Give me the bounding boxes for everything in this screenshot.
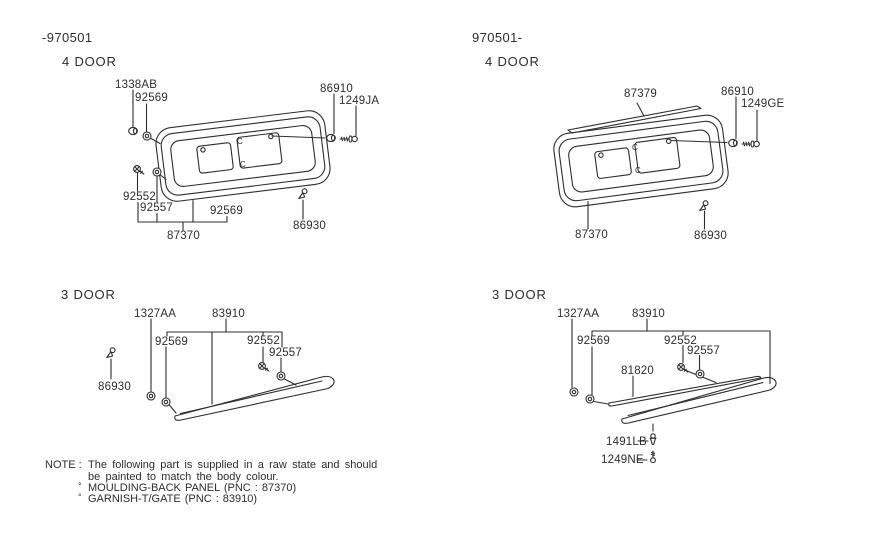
right4-c-mark-bottom: C (635, 166, 641, 175)
left3-grommet-b-icon (161, 397, 171, 407)
part-label-1249GE: 1249GE (741, 98, 785, 110)
left4-screw-left-icon (133, 165, 145, 175)
note-bullet-2: ° (78, 492, 82, 502)
left4-pin-icon (298, 188, 308, 200)
right4-screw-right-icon (741, 140, 760, 148)
period-label-left: -970501 (42, 30, 93, 45)
section-title-right4: 4 DOOR (485, 54, 540, 69)
left4-c-mark-bottom: C (240, 160, 246, 169)
right4-pin-icon (699, 200, 709, 212)
part-label-86930-left3: 86930 (98, 381, 131, 393)
left3-grommet-c-icon (276, 371, 286, 381)
part-label-83910-right3: 83910 (632, 308, 665, 320)
part-label-92557-right3: 92557 (687, 345, 720, 357)
right3-leader-lines (572, 319, 770, 460)
section-title-left4: 4 DOOR (62, 54, 117, 69)
section-title-left3: 3 DOOR (61, 287, 116, 302)
left4-c-mark-top: C (237, 137, 243, 146)
part-label-87370-right4: 87370 (575, 229, 608, 241)
left3-grommet-a-icon (146, 391, 156, 401)
part-label-92552-left3: 92552 (247, 335, 280, 347)
part-label-1249JA: 1249JA (339, 95, 380, 107)
left4-screw-right-icon (339, 135, 358, 143)
left3-garnish-drawing (175, 376, 334, 420)
right3-tape-strip-shape (609, 376, 761, 406)
part-label-92569-left4-top: 92569 (135, 92, 168, 104)
right3-grommet-b-icon (585, 394, 595, 404)
part-label-92569-left4-bottom: 92569 (210, 205, 243, 217)
section-title-right3: 3 DOOR (492, 287, 547, 302)
part-label-87379: 87379 (624, 88, 657, 100)
note-bullet-1: ° (78, 481, 82, 491)
right4-c-mark-top: C (632, 143, 638, 152)
right3-grommet-c-icon (695, 369, 705, 379)
left4-clip-right-icon (326, 133, 336, 143)
part-label-92569-right3: 92569 (577, 335, 610, 347)
part-label-1491LB: 1491LB (606, 436, 647, 448)
left4-grommet-top-icon (142, 131, 152, 141)
right3-clip-icon (649, 433, 657, 446)
part-label-92552-right3: 92552 (664, 335, 697, 347)
left3-leader-lines (111, 319, 296, 413)
part-label-92569-left3: 92569 (155, 336, 188, 348)
part-label-1327AA-left3: 1327AA (134, 308, 177, 320)
left4-grommet-left-icon (152, 167, 162, 177)
part-label-92552-left4-txt: 92552 (123, 191, 156, 203)
note-line-1: The following part is supplied in a raw … (88, 459, 378, 471)
right4-moulding-strip-shape (568, 106, 701, 133)
part-label-87370-left4: 87370 (167, 230, 200, 242)
note-item-garnish: GARNISH-T/GATE (PNC : 83910) (88, 493, 258, 505)
right3-screw-b-icon (650, 450, 656, 464)
left3-pin-icon (106, 347, 116, 359)
left3-screw-icon (258, 362, 270, 372)
note-item-moulding: MOULDING-BACK PANEL (PNC : 87370) (88, 482, 297, 494)
period-label-right: 970501- (472, 30, 523, 45)
right3-grommet-a-icon (569, 387, 579, 397)
part-label-1249NE: 1249NE (601, 454, 644, 466)
left4-clip-icon (128, 126, 138, 136)
left4-leader-lines (133, 90, 356, 230)
part-label-83910-left3: 83910 (212, 308, 245, 320)
part-label-81820: 81820 (621, 365, 654, 377)
right3-garnish-drawing (609, 376, 776, 423)
right3-screw-icon (677, 363, 689, 373)
part-label-86930-right4: 86930 (694, 230, 727, 242)
part-label-86910-left4: 86910 (320, 83, 353, 95)
part-label-86910-right4: 86910 (721, 86, 754, 98)
note-line-2: be painted to match the body colour. (88, 470, 279, 483)
note-prefix: NOTE : (45, 459, 82, 471)
part-label-92557-left3: 92557 (269, 347, 302, 359)
right4-leader-lines (588, 97, 757, 229)
part-label-1327AA-right3: 1327AA (557, 308, 600, 320)
part-label-86930-left4: 86930 (293, 220, 326, 232)
part-label-1338AB: 1338AB (115, 79, 158, 91)
right4-panel-drawing (551, 106, 731, 210)
right4-clip-right-icon (728, 138, 738, 148)
part-label-92557-left4: 92557 (140, 202, 173, 214)
